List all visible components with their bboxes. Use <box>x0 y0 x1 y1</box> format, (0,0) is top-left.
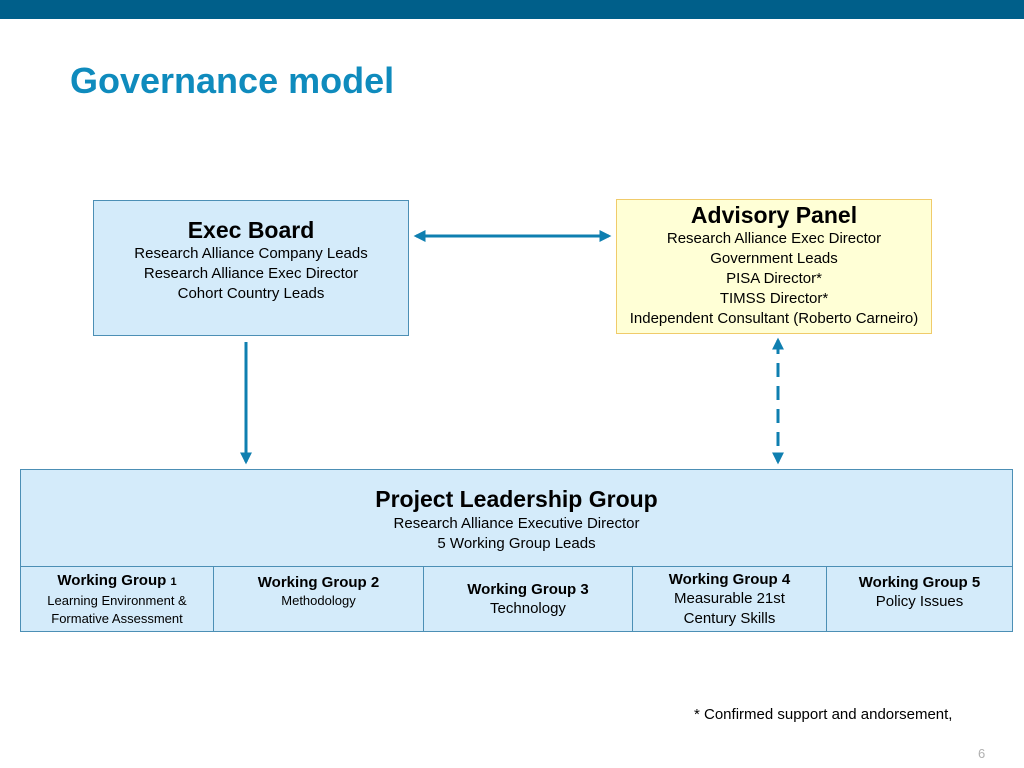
plg-heading: Project Leadership Group <box>375 486 658 512</box>
working-group-3-desc: Technology <box>490 599 566 617</box>
working-group-4-cell: Working Group 4 Measurable 21st Century … <box>633 567 827 631</box>
working-group-2-desc: Methodology <box>281 593 356 608</box>
advisory-panel-line: TIMSS Director* <box>719 290 829 307</box>
advisory-panel-heading: Advisory Panel <box>690 202 858 228</box>
advisory-panel-line: PISA Director* <box>726 270 822 287</box>
working-group-3-cell: Working Group 3 Technology <box>424 567 633 631</box>
exec-board-heading: Exec Board <box>187 217 315 243</box>
working-group-1-number: 1 <box>170 575 177 588</box>
working-group-3-name: Working Group 3 <box>467 580 589 598</box>
working-groups-row: Working Group 1 Learning Environment & F… <box>20 567 1013 632</box>
advisory-panel-box: Advisory Panel Research Alliance Exec Di… <box>616 199 932 334</box>
working-group-4-desc: Measurable 21st <box>674 589 785 607</box>
exec-board-line: Research Alliance Exec Director <box>143 265 359 282</box>
working-group-1-cell: Working Group 1 Learning Environment & F… <box>21 567 214 631</box>
working-group-4-name: Working Group 4 <box>668 570 791 588</box>
working-group-1-desc: Learning Environment & <box>47 592 187 608</box>
exec-board-line: Research Alliance Company Leads <box>134 245 368 262</box>
working-group-5-name: Working Group 5 <box>858 574 981 591</box>
advisory-panel-line: Independent Consultant (Roberto Carneiro… <box>629 310 919 327</box>
working-group-5-cell: Working Group 5 Policy Issues <box>827 567 1012 631</box>
working-group-1-name: Working Group <box>57 571 167 589</box>
working-group-4-desc: Century Skills <box>683 609 776 627</box>
project-leadership-group-box: Project Leadership Group Research Allian… <box>20 469 1013 567</box>
slide-title: Governance model <box>70 60 395 101</box>
advisory-panel-line: Research Alliance Exec Director <box>666 230 882 247</box>
footnote: * Confirmed support and andorsement, <box>694 706 953 723</box>
page-number: 6 <box>978 746 986 761</box>
plg-line: Research Alliance Executive Director <box>393 515 640 532</box>
working-group-2-name: Working Group 2 <box>257 574 380 591</box>
exec-board-box: Exec Board Research Alliance Company Lea… <box>93 200 409 336</box>
working-group-5-desc: Policy Issues <box>875 593 964 610</box>
working-group-2-cell: Working Group 2 Methodology <box>214 567 424 631</box>
exec-board-line: Cohort Country Leads <box>177 285 325 302</box>
working-group-1-desc: Formative Assessment <box>51 610 183 626</box>
plg-line: 5 Working Group Leads <box>437 535 596 552</box>
advisory-panel-line: Government Leads <box>710 250 838 267</box>
top-bar <box>0 0 1024 19</box>
